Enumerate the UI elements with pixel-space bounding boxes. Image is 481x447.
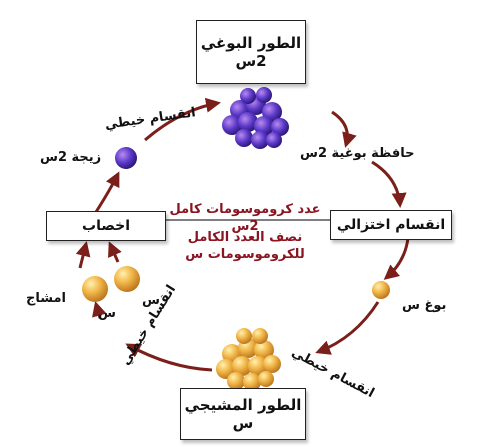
cycle-arrows xyxy=(75,97,410,372)
half-chromosome-count: نصف العدد الكامل للكروموسومات س xyxy=(170,229,320,263)
gamete-cell-left xyxy=(82,276,108,302)
gametophyte-ploidy: س xyxy=(232,414,254,432)
gametophyte-title: الطور المشيجي xyxy=(184,396,302,414)
arrow-gamete-to-gamete xyxy=(92,301,107,319)
spore-label: بوغ س xyxy=(402,298,447,313)
meiosis-label: انقسام اختزالي xyxy=(336,217,446,233)
half-count-line-1: نصف العدد الكامل xyxy=(187,230,303,245)
arrow-meiosis-to-spore xyxy=(383,237,410,280)
spore-cell xyxy=(372,281,390,299)
meiosis-box: انقسام اختزالي xyxy=(330,210,452,240)
gametophyte-cell-cluster xyxy=(216,328,281,391)
sporangium-label: حافظة بوغية 2س xyxy=(300,146,415,161)
sporophyte-title: الطور البوغي xyxy=(200,34,302,52)
arrow-gametophyte-to-mitosis-left xyxy=(125,343,213,372)
arrow-sporangium-to-meiosis xyxy=(371,160,407,208)
arrow-zygote-to-sporophyte xyxy=(144,97,221,142)
full-chromosome-count: عدد كروموسومات كامل 2س xyxy=(169,202,321,234)
zygote-label: زيجة 2س xyxy=(40,150,102,165)
fertilization-box: اخصاب xyxy=(46,211,166,241)
gamete-cell-right xyxy=(114,266,140,292)
zygote-cell xyxy=(115,147,137,169)
gamete-1-label: س xyxy=(98,306,116,321)
gametophyte-stage-box: الطور المشيجي س xyxy=(180,388,306,440)
half-count-line-2: للكروموسومات س xyxy=(185,247,305,262)
arrow-gametes-to-fertilization-1 xyxy=(75,241,91,269)
sporophyte-ploidy: 2س xyxy=(235,52,267,70)
fertilization-label: اخصاب xyxy=(82,218,131,234)
sporophyte-stage-box: الطور البوغي 2س xyxy=(196,20,306,84)
sporophyte-cell-cluster xyxy=(222,87,289,149)
gametes-label: امشاج xyxy=(26,291,66,306)
gamete-2-label: س xyxy=(142,293,160,308)
arrow-gametes-to-fertilization-2 xyxy=(108,241,122,263)
arrow-fertilization-to-zygote xyxy=(94,171,120,213)
arrow-spore-to-gametophyte xyxy=(315,301,380,355)
arrow-sporophyte-to-sporangium xyxy=(331,110,357,148)
